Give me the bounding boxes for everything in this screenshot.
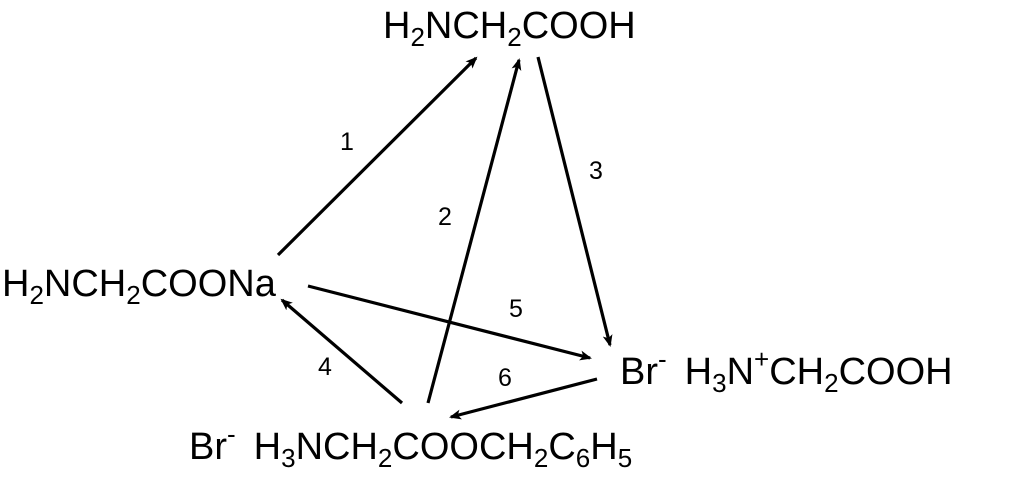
step-label-5: 5 bbox=[509, 295, 523, 323]
formula-segment: NCH bbox=[43, 263, 127, 305]
arrow-5 bbox=[307, 284, 592, 361]
formula-segment: H bbox=[253, 426, 282, 468]
formula-segment: COOH bbox=[521, 5, 636, 47]
arrow-1 bbox=[276, 56, 478, 257]
compound-benzyl-ester-salt: Br-H3NCH2COOCH2C6H5 bbox=[189, 421, 632, 471]
formula-segment: 2 bbox=[824, 368, 839, 398]
arrow-6 bbox=[449, 377, 598, 420]
compound-sodium-glycinate: H2NCH2COONa bbox=[2, 263, 276, 308]
formula-segment: Br bbox=[189, 426, 227, 468]
step-label-6: 6 bbox=[498, 364, 512, 392]
formula-segment: H bbox=[2, 263, 30, 305]
formula-segment: - bbox=[658, 344, 667, 374]
formula-segment: NCH bbox=[295, 426, 378, 468]
formula-segment: H bbox=[684, 351, 713, 393]
formula-segment: 6 bbox=[575, 443, 591, 473]
step-label-1: 1 bbox=[340, 128, 354, 156]
formula-segment: C bbox=[548, 426, 576, 468]
compound-glycine: H2NCH2COOH bbox=[383, 5, 636, 50]
formula-segment: Br bbox=[620, 351, 658, 393]
arrow-3 bbox=[536, 56, 613, 347]
formula-segment: 2 bbox=[377, 443, 393, 473]
formula-segment: COONa bbox=[140, 263, 276, 305]
formula-segment: N bbox=[726, 351, 755, 393]
arrow-2 bbox=[426, 58, 522, 404]
step-label-4: 4 bbox=[318, 353, 332, 381]
formula-segment: 2 bbox=[410, 22, 425, 52]
formula-segment: COOH bbox=[838, 351, 953, 393]
compound-glycine-hydrobromide: Br-H3N+CH2COOH bbox=[620, 346, 953, 396]
formula-segment: 2 bbox=[507, 22, 522, 52]
formula-segment: 3 bbox=[281, 443, 296, 473]
formula-segment: 2 bbox=[126, 280, 141, 310]
formula-segment: 3 bbox=[712, 368, 727, 398]
formula-segment: H bbox=[590, 426, 618, 468]
formula-segment: 2 bbox=[29, 280, 44, 310]
formula-segment: 5 bbox=[617, 443, 633, 473]
formula-segment: + bbox=[754, 344, 770, 374]
formula-segment: H bbox=[383, 5, 411, 47]
formula-segment: 2 bbox=[533, 443, 549, 473]
formula-segment: COOCH bbox=[392, 426, 534, 468]
formula-segment: CH bbox=[769, 351, 825, 393]
formula-segment: - bbox=[227, 419, 236, 449]
formula-segment: NCH bbox=[424, 5, 508, 47]
step-label-3: 3 bbox=[589, 157, 603, 185]
step-label-2: 2 bbox=[438, 203, 452, 231]
arrow-4 bbox=[280, 298, 404, 405]
